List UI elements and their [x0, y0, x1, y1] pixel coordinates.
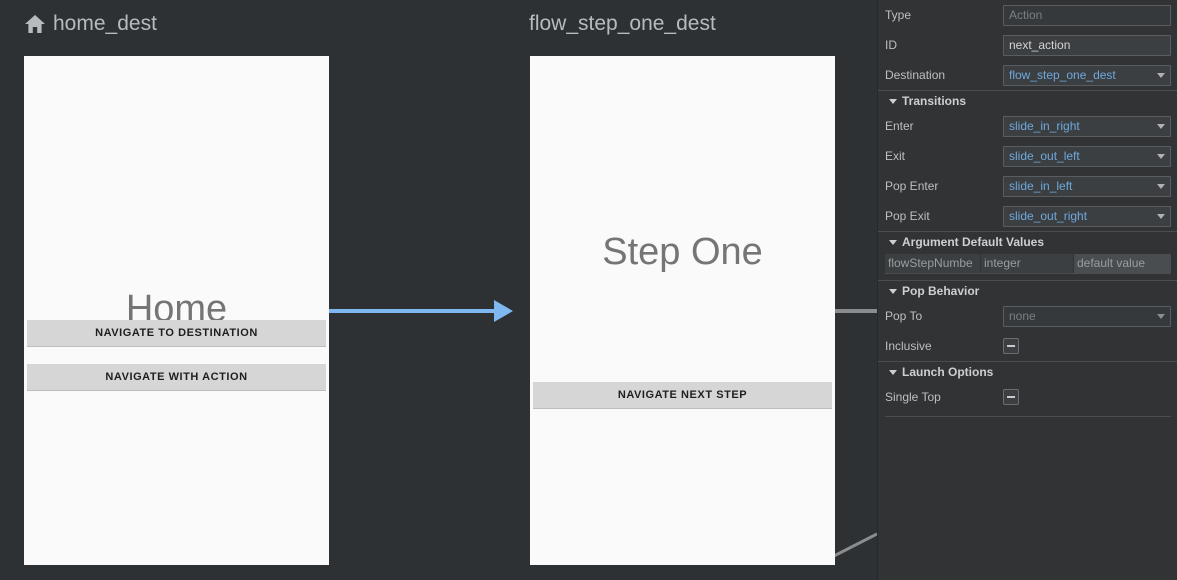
- attributes-inspector-panel: Type Action ID next_action Destination f…: [877, 0, 1177, 580]
- destination-card-flow-step-one-dest[interactable]: Step One NAVIGATE NEXT STEP: [530, 56, 835, 565]
- label-exit: Exit: [885, 149, 906, 163]
- destination-title-label: flow_step_one_dest: [529, 12, 716, 35]
- section-title-argument-default-values: Argument Default Values: [902, 235, 1045, 249]
- screen-title-step-one: Step One: [602, 231, 763, 273]
- row-type: Type Action: [878, 0, 1177, 30]
- dropdown-exit-value: slide_out_left: [1009, 149, 1080, 163]
- section-title-pop-behavior: Pop Behavior: [902, 284, 980, 298]
- dropdown-exit[interactable]: slide_out_left: [1003, 145, 1171, 167]
- chevron-down-icon: [889, 98, 897, 104]
- label-id: ID: [885, 38, 897, 52]
- row-pop-enter: Pop Enter slide_in_left: [878, 171, 1177, 201]
- chevron-down-icon: [1157, 183, 1165, 189]
- label-type: Type: [885, 8, 912, 22]
- dropdown-pop-enter-value: slide_in_left: [1009, 179, 1073, 193]
- argument-row[interactable]: flowStepNumbe integer default value: [885, 254, 1171, 274]
- dropdown-enter-value: slide_in_right: [1009, 119, 1080, 133]
- dropdown-pop-to[interactable]: none: [1003, 305, 1171, 327]
- section-title-transitions: Transitions: [902, 94, 967, 108]
- button-navigate-to-destination[interactable]: NAVIGATE TO DESTINATION: [27, 320, 326, 347]
- dropdown-enter[interactable]: slide_in_right: [1003, 115, 1171, 137]
- dropdown-pop-exit-value: slide_out_right: [1009, 209, 1088, 223]
- dropdown-pop-enter[interactable]: slide_in_left: [1003, 175, 1171, 197]
- chevron-down-icon: [1157, 72, 1165, 78]
- label-pop-enter: Pop Enter: [885, 179, 939, 193]
- label-single-top: Single Top: [885, 390, 941, 404]
- panel-divider: [885, 416, 1171, 417]
- label-enter: Enter: [885, 119, 914, 133]
- navigation-graph-canvas[interactable]: home_dest Home NAVIGATE TO DESTINATION N…: [0, 0, 877, 580]
- section-header-pop-behavior[interactable]: Pop Behavior: [878, 280, 1177, 301]
- chevron-down-icon: [889, 239, 897, 245]
- dropdown-pop-exit[interactable]: slide_out_right: [1003, 205, 1171, 227]
- button-navigate-next-step[interactable]: NAVIGATE NEXT STEP: [533, 382, 832, 409]
- chevron-down-icon: [889, 288, 897, 294]
- destination-title-flow-step-one-dest[interactable]: flow_step_one_dest: [529, 12, 716, 36]
- label-destination: Destination: [885, 68, 946, 82]
- row-id: ID next_action: [878, 30, 1177, 60]
- argument-default-cell[interactable]: default value: [1074, 254, 1171, 273]
- dropdown-destination-value: flow_step_one_dest: [1009, 68, 1116, 82]
- row-exit: Exit slide_out_left: [878, 141, 1177, 171]
- section-header-transitions[interactable]: Transitions: [878, 90, 1177, 111]
- section-header-launch-options[interactable]: Launch Options: [878, 361, 1177, 382]
- chevron-down-icon: [1157, 123, 1165, 129]
- section-header-argument-default-values[interactable]: Argument Default Values: [878, 231, 1177, 252]
- row-single-top: Single Top: [878, 382, 1177, 412]
- label-inclusive: Inclusive: [885, 339, 932, 353]
- checkbox-inclusive[interactable]: [1003, 338, 1019, 354]
- destination-title-label: home_dest: [53, 12, 157, 35]
- button-navigate-with-action[interactable]: NAVIGATE WITH ACTION: [27, 364, 326, 391]
- label-pop-to: Pop To: [885, 309, 923, 323]
- field-id-value: next_action: [1009, 38, 1071, 52]
- home-icon: [25, 15, 45, 33]
- dropdown-pop-to-value: none: [1009, 309, 1036, 323]
- chevron-down-icon: [889, 369, 897, 375]
- row-pop-exit: Pop Exit slide_out_right: [878, 201, 1177, 231]
- row-pop-to: Pop To none: [878, 301, 1177, 331]
- chevron-down-icon: [1157, 153, 1165, 159]
- destination-card-home-dest[interactable]: Home NAVIGATE TO DESTINATION NAVIGATE WI…: [24, 56, 329, 565]
- field-type-value: Action: [1009, 8, 1043, 22]
- chevron-down-icon: [1157, 313, 1165, 319]
- chevron-down-icon: [1157, 213, 1165, 219]
- checkbox-single-top[interactable]: [1003, 389, 1019, 405]
- dropdown-destination[interactable]: flow_step_one_dest: [1003, 64, 1171, 86]
- argument-name-cell[interactable]: flowStepNumbe: [885, 254, 981, 273]
- destination-title-home-dest[interactable]: home_dest: [24, 12, 157, 36]
- field-id[interactable]: next_action: [1003, 34, 1171, 56]
- field-type[interactable]: Action: [1003, 4, 1171, 26]
- row-destination: Destination flow_step_one_dest: [878, 60, 1177, 90]
- section-title-launch-options: Launch Options: [902, 365, 994, 379]
- row-enter: Enter slide_in_right: [878, 111, 1177, 141]
- label-pop-exit: Pop Exit: [885, 209, 930, 223]
- argument-type-cell[interactable]: integer: [981, 254, 1074, 273]
- row-inclusive: Inclusive: [878, 331, 1177, 361]
